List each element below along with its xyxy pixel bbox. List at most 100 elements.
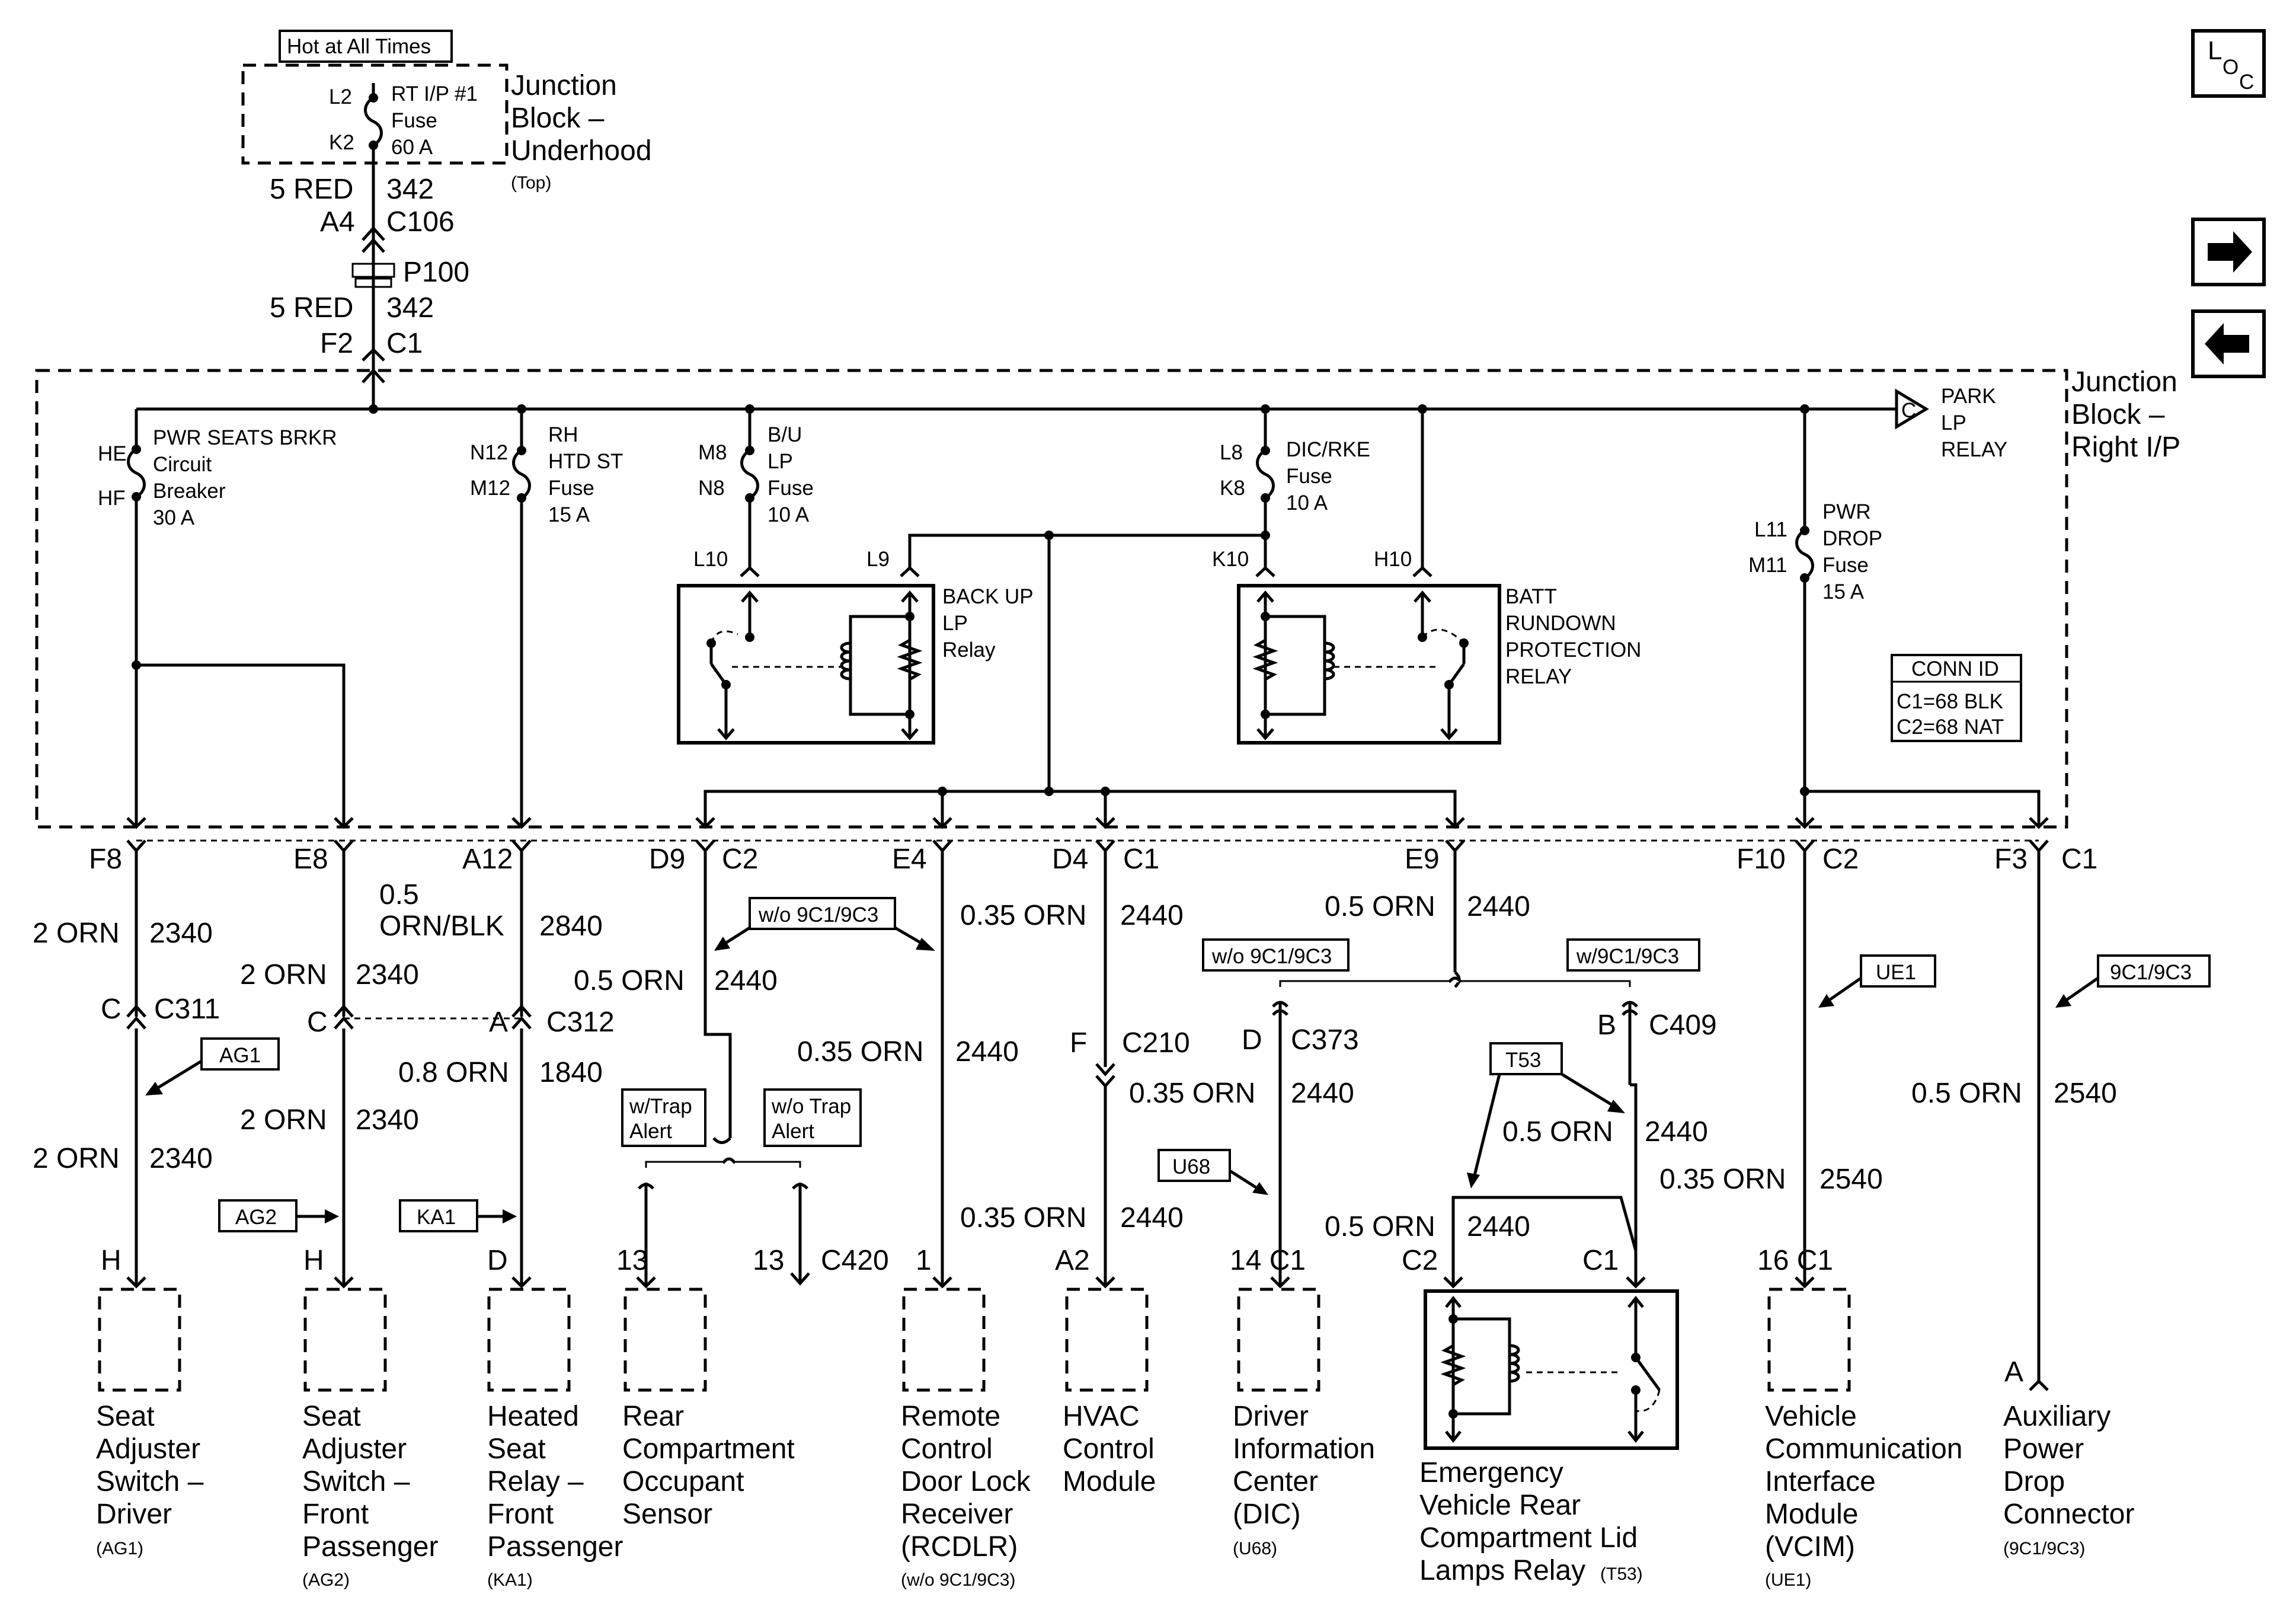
svg-text:DROP: DROP <box>1822 527 1882 550</box>
svg-text:Communication: Communication <box>1765 1433 1962 1465</box>
svg-text:L11: L11 <box>1754 518 1787 541</box>
svg-text:Relay –: Relay – <box>487 1466 584 1497</box>
distribution-bus <box>703 790 1457 827</box>
option-wo-9c1-mid: w/o 9C1/9C3 <box>1202 938 1350 972</box>
svg-text:1: 1 <box>916 1245 932 1276</box>
backup-lp-relay: BACK UP LP Relay <box>677 584 1034 745</box>
svg-text:2340: 2340 <box>356 1104 419 1136</box>
svg-text:RUNDOWN: RUNDOWN <box>1505 612 1616 635</box>
svg-text:RT I/P #1: RT I/P #1 <box>391 82 478 106</box>
svg-text:B: B <box>1597 1010 1616 1041</box>
svg-text:Sensor: Sensor <box>622 1499 712 1530</box>
label-vcim: Vehicle Communication Interface Module (… <box>1765 1401 1962 1590</box>
seat-adjuster-passenger-box <box>303 1288 387 1392</box>
label-dic: Driver Information Center (DIC) (U68) <box>1233 1401 1375 1558</box>
svg-text:(KA1): (KA1) <box>487 1570 533 1590</box>
svg-text:C409: C409 <box>1649 1010 1717 1041</box>
circuit-hvac: F C210 0.35 ORN 2440 A2 <box>960 851 1190 1289</box>
svg-text:L2: L2 <box>329 85 352 108</box>
svg-text:Receiver: Receiver <box>901 1499 1013 1530</box>
svg-text:Fuse: Fuse <box>391 109 437 132</box>
svg-text:D4: D4 <box>1052 844 1088 875</box>
svg-text:(T53): (T53) <box>1600 1564 1643 1584</box>
left-arrow-icon[interactable] <box>2191 309 2266 378</box>
svg-text:LP: LP <box>942 612 968 635</box>
svg-text:w/Trap: w/Trap <box>629 1095 692 1118</box>
svg-text:K8: K8 <box>1220 477 1245 500</box>
svg-text:2 ORN: 2 ORN <box>240 959 327 991</box>
svg-text:C: C <box>2239 71 2254 94</box>
svg-text:PWR: PWR <box>1822 500 1871 523</box>
svg-text:Information: Information <box>1233 1433 1375 1465</box>
svg-text:Seat: Seat <box>487 1433 546 1465</box>
circuit-seat-adjuster-passenger: 2 ORN 2340 C 2 ORN 2340 H <box>240 851 522 1289</box>
svg-text:D9: D9 <box>649 844 685 875</box>
svg-text:16 C1: 16 C1 <box>1757 1245 1833 1276</box>
svg-text:0.35 ORN: 0.35 ORN <box>960 900 1086 931</box>
svg-text:15 A: 15 A <box>1822 580 1865 603</box>
junction-block-right-ip-label: Junction Block – Right I/P <box>2071 366 2180 463</box>
svg-text:9C1/9C3: 9C1/9C3 <box>2110 961 2192 984</box>
svg-text:10 A: 10 A <box>1286 491 1328 515</box>
svg-text:2340: 2340 <box>149 918 213 949</box>
svg-text:C: C <box>1901 399 1916 422</box>
seat-adjuster-driver-box <box>98 1288 181 1392</box>
svg-text:C2=68 NAT: C2=68 NAT <box>1897 715 2004 739</box>
svg-text:BACK UP: BACK UP <box>942 585 1034 608</box>
option-ag1-tag: AG1 <box>145 1037 280 1095</box>
svg-text:F3: F3 <box>1994 844 2028 875</box>
svg-text:C1: C1 <box>1582 1245 1619 1276</box>
svg-text:Fuse: Fuse <box>768 477 814 500</box>
label-hvac: HVAC Control Module <box>1063 1401 1156 1497</box>
svg-text:Module: Module <box>1063 1466 1156 1497</box>
hvac-box <box>1065 1288 1149 1392</box>
svg-text:w/9C1/9C3: w/9C1/9C3 <box>1576 945 1679 968</box>
park-lp-relay: C PARK LP RELAY <box>1895 385 2007 461</box>
option-no-trap-alert: w/o Trap Alert <box>763 1088 862 1147</box>
svg-text:B/U: B/U <box>768 423 802 446</box>
svg-text:Passenger: Passenger <box>487 1531 623 1563</box>
label-seat-adjuster-passenger: Seat Adjuster Switch – Front Passenger (… <box>302 1401 438 1590</box>
svg-text:5 RED: 5 RED <box>270 174 353 205</box>
svg-text:A: A <box>2004 1356 2023 1388</box>
circuit-heated-seat-relay: 0.5 ORN/BLK 2840 A C312 0.8 ORN 1840 D <box>379 851 615 1289</box>
right-arrow-icon[interactable] <box>2191 218 2266 286</box>
label-heated-seat-relay: Heated Seat Relay – Front Passenger (KA1… <box>487 1401 623 1590</box>
svg-text:RH: RH <box>548 423 578 446</box>
svg-text:(AG1): (AG1) <box>96 1539 143 1558</box>
svg-text:2440: 2440 <box>1467 891 1530 922</box>
svg-text:0.8 ORN: 0.8 ORN <box>398 1057 509 1088</box>
dic-box <box>1237 1288 1320 1392</box>
svg-text:Alert: Alert <box>629 1120 672 1143</box>
relay-feed-wire <box>908 534 1265 569</box>
svg-text:0.35 ORN: 0.35 ORN <box>960 1202 1086 1234</box>
svg-text:Breaker: Breaker <box>153 480 226 503</box>
svg-text:E4: E4 <box>892 844 927 875</box>
svg-text:Circuit: Circuit <box>153 453 212 476</box>
svg-text:Junction: Junction <box>511 70 617 101</box>
svg-text:w/o 9C1/9C3: w/o 9C1/9C3 <box>1211 945 1332 968</box>
svg-text:A2: A2 <box>1055 1245 1090 1276</box>
svg-text:KA1: KA1 <box>417 1206 456 1229</box>
circuit-dic-evrc: 0.5 ORN 2440 D C373 B C409 0.35 ORN 2440… <box>1129 851 1717 1289</box>
svg-text:Occupant: Occupant <box>622 1466 744 1497</box>
loc-icon[interactable]: L O C <box>2191 29 2266 98</box>
svg-text:0.35 ORN: 0.35 ORN <box>1129 1078 1255 1109</box>
svg-text:M8: M8 <box>698 441 727 464</box>
svg-text:C2: C2 <box>722 844 758 875</box>
svg-text:C1: C1 <box>2061 844 2097 875</box>
option-9c1-tag: 9C1/9C3 <box>2055 954 2211 1008</box>
svg-text:C2: C2 <box>1402 1245 1438 1276</box>
svg-text:0.5 ORN: 0.5 ORN <box>1911 1078 2022 1109</box>
svg-text:(UE1): (UE1) <box>1765 1570 1811 1590</box>
svg-text:(w/o 9C1/9C3): (w/o 9C1/9C3) <box>901 1570 1015 1590</box>
svg-text:Connector: Connector <box>2003 1499 2134 1530</box>
svg-text:Rear: Rear <box>622 1401 684 1432</box>
svg-text:M11: M11 <box>1748 554 1787 577</box>
svg-text:0.35 ORN: 0.35 ORN <box>797 1036 923 1068</box>
circuit-rear-compartment-sensor: 0.5 ORN 2440 13 13 C420 <box>574 851 889 1289</box>
label-evrc-lamps-relay: Emergency Vehicle Rear Compartment Lid L… <box>1419 1457 1643 1586</box>
svg-text:A4: A4 <box>320 206 355 238</box>
svg-text:C1: C1 <box>386 328 423 359</box>
svg-text:C: C <box>101 994 121 1025</box>
